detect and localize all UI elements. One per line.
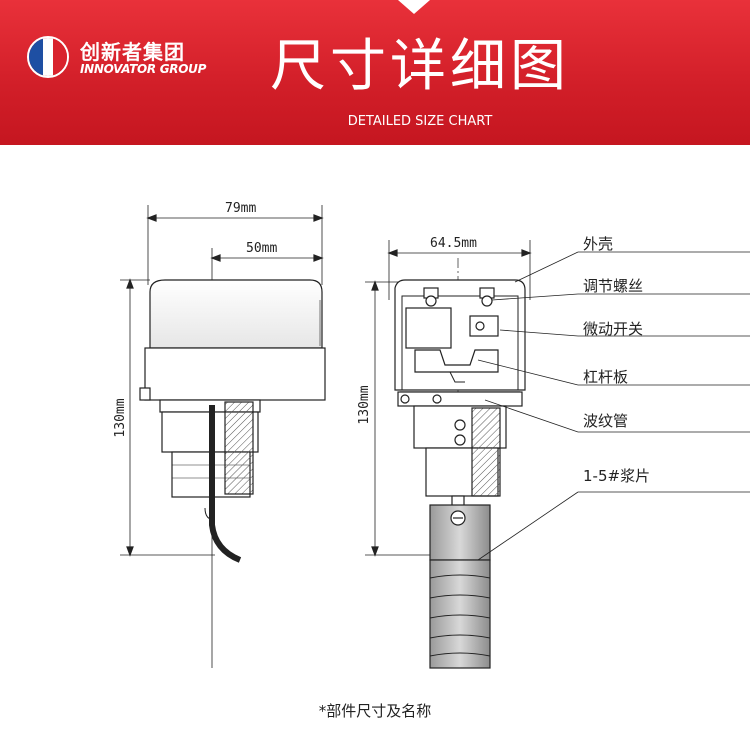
callout-lever-plate: 杠杆板 — [583, 368, 629, 386]
banner-notch — [398, 0, 430, 14]
dim-50-label: 50mm — [246, 241, 277, 256]
page-subtitle: DETAILED SIZE CHART — [347, 114, 493, 129]
right-view — [365, 240, 750, 669]
header-banner — [0, 0, 750, 145]
dim-64-5-label: 64.5mm — [430, 236, 477, 251]
dim-130-right-label: 130mm — [357, 385, 372, 424]
technical-drawing: 79mm 50mm 130mm — [113, 201, 750, 669]
flag-logo-icon — [27, 36, 69, 78]
left-view — [120, 205, 326, 668]
callout-paddle: 1-5#浆片 — [583, 467, 651, 485]
callout-adjust-screw: 调节螺丝 — [583, 277, 644, 295]
callout-microswitch: 微动开关 — [583, 320, 644, 338]
dim-130-left-label: 130mm — [113, 398, 128, 437]
footnote: *部件尺寸及名称 — [318, 702, 432, 720]
dim-79-label: 79mm — [225, 201, 256, 216]
brand-name-en: INNOVATOR GROUP — [80, 62, 207, 76]
callout-housing: 外壳 — [583, 235, 614, 253]
brand-name-cn: 创新者集团 — [80, 40, 185, 64]
callout-bellows: 波纹管 — [583, 412, 629, 430]
page-title: 尺寸详细图 — [270, 34, 570, 99]
